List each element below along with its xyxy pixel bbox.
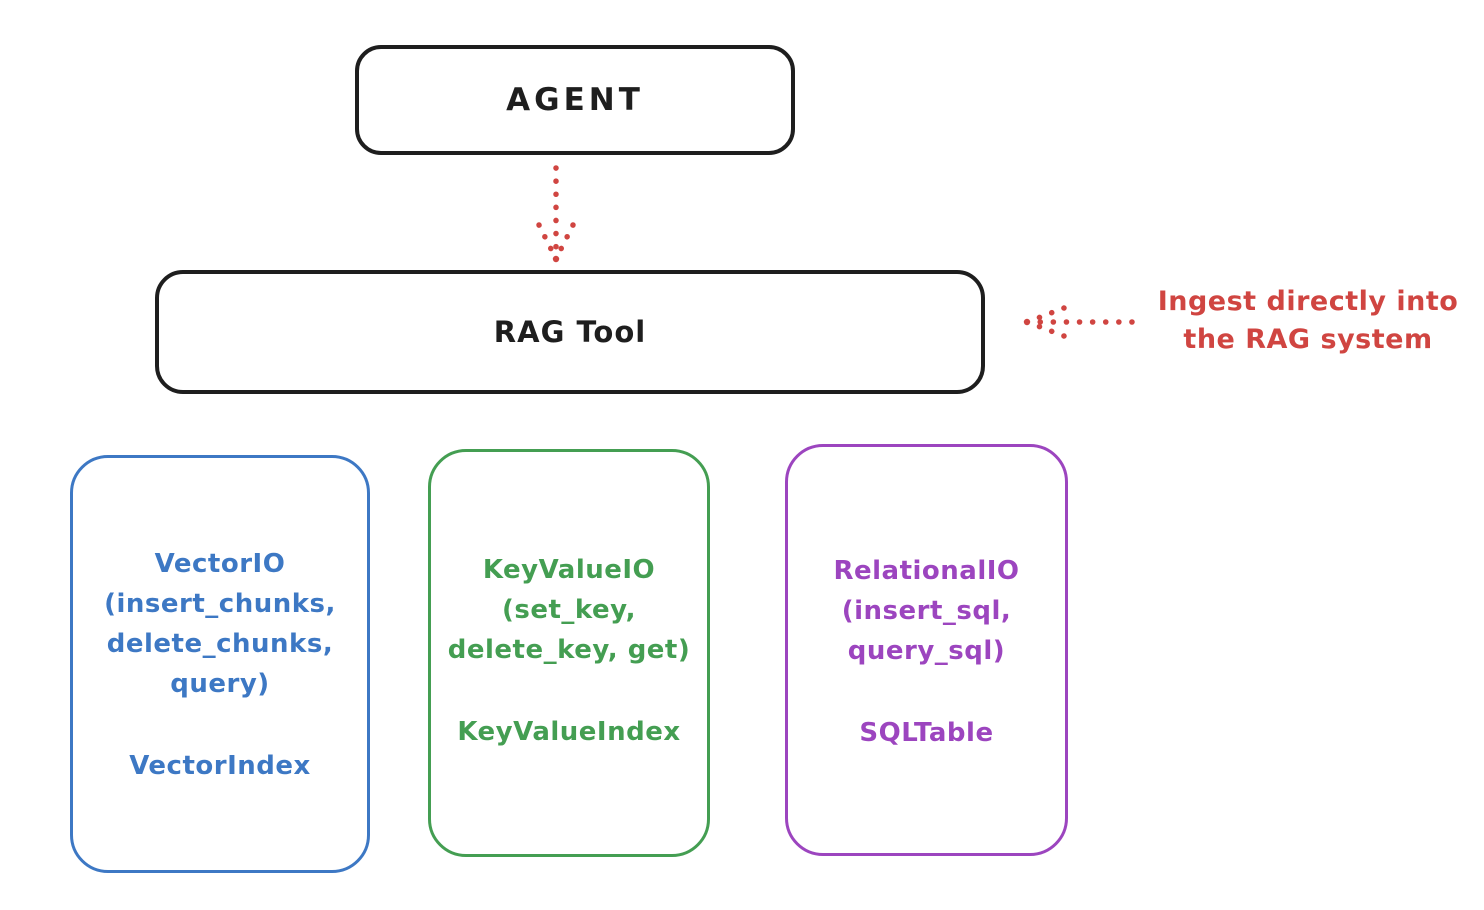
- agent-label: AGENT: [506, 82, 644, 118]
- relational-io-subtitle: SQLTable: [859, 718, 994, 748]
- keyvalue-io-title: KeyValueIO (set_key, delete_key, get): [447, 555, 691, 665]
- relational-io-title: RelationalIO (insert_sql, query_sql): [833, 556, 1020, 666]
- arrow-left-dotted-icon: [1023, 305, 1135, 339]
- ingest-annotation: Ingest directly into the RAG system: [1157, 286, 1459, 355]
- keyvalue-io-subtitle: KeyValueIndex: [457, 717, 681, 747]
- rag-tool-label: RAG Tool: [493, 315, 647, 349]
- vector-io-title: VectorIO (insert_chunks, delete_chunks, …: [104, 549, 336, 699]
- vector-io-subtitle: VectorIndex: [129, 751, 311, 781]
- arrow-down-dotted-icon: [536, 165, 576, 263]
- relational-io-card: RelationalIO (insert_sql, query_sql) SQL…: [785, 444, 1068, 856]
- vector-io-card: VectorIO (insert_chunks, delete_chunks, …: [70, 455, 370, 873]
- rag-tool-node: RAG Tool: [155, 270, 985, 394]
- keyvalue-io-card: KeyValueIO (set_key, delete_key, get) Ke…: [428, 449, 710, 857]
- agent-node: AGENT: [355, 45, 795, 155]
